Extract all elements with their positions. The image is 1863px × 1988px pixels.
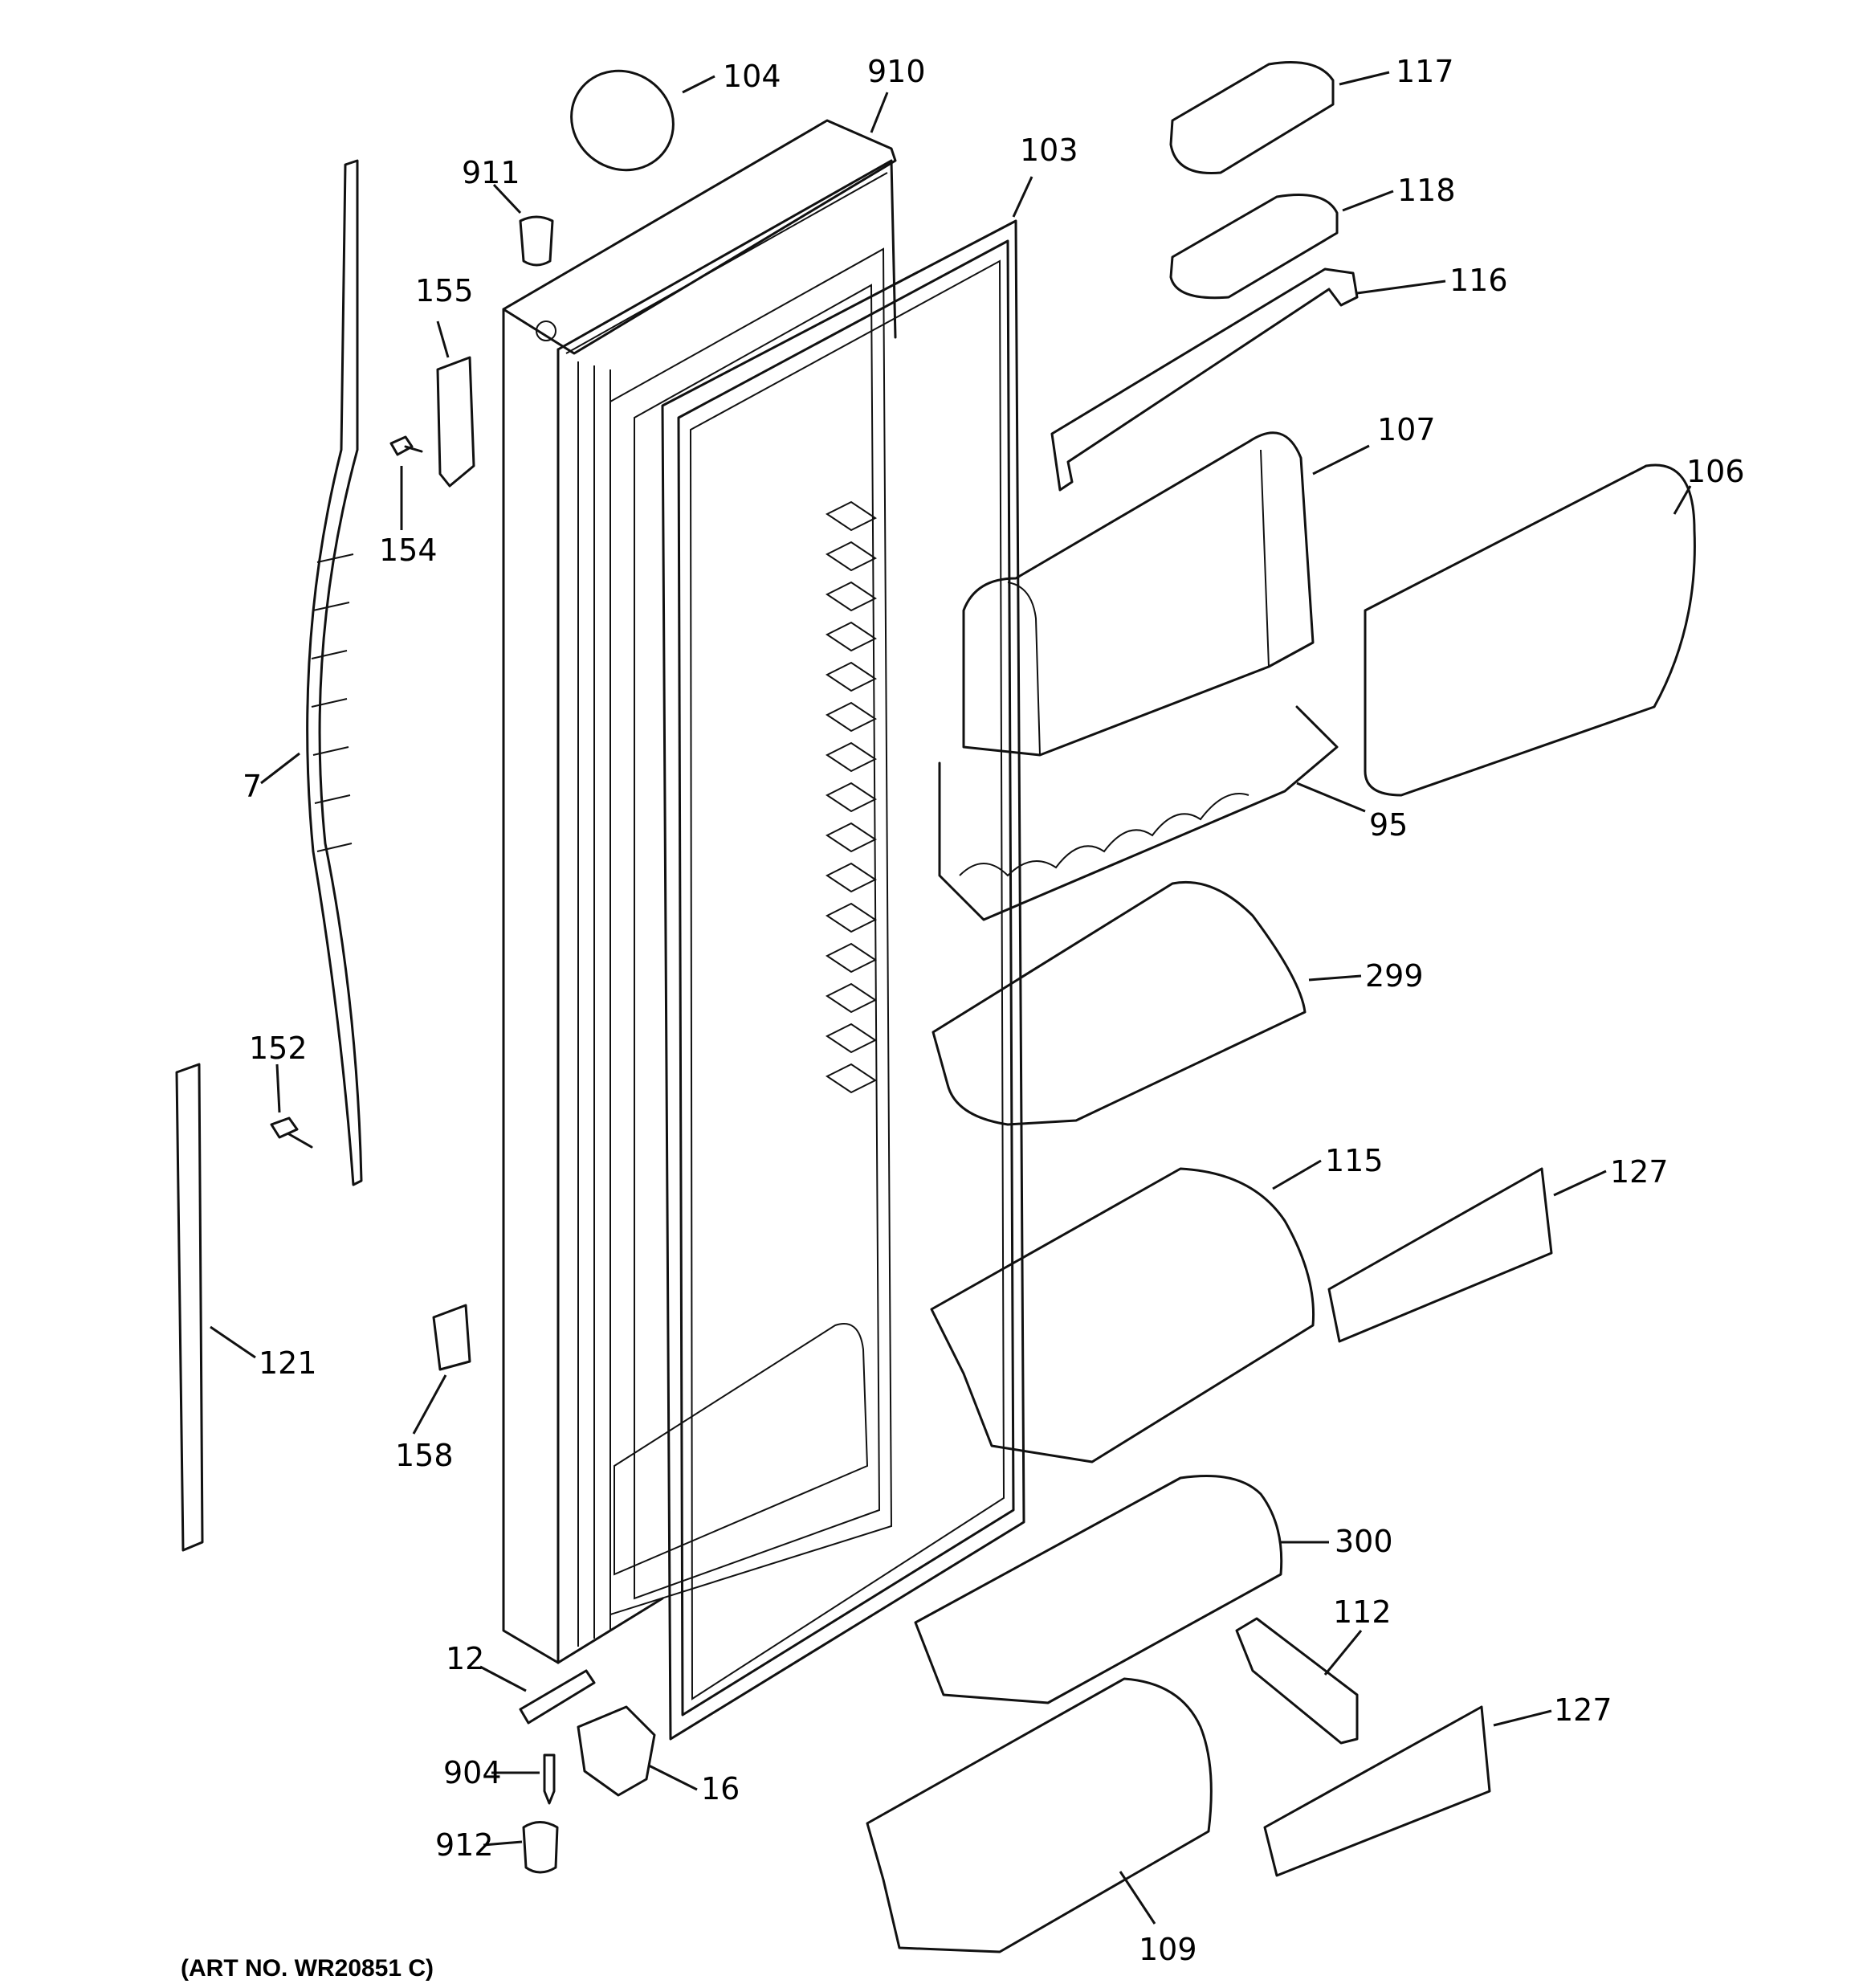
door-liner-shelf-tabs [826, 500, 877, 1094]
callout-911: 911 [462, 155, 520, 190]
part-904-screw [543, 1753, 556, 1805]
callout-127-upper: 127 [1610, 1154, 1669, 1190]
leader-lines [210, 71, 1692, 1925]
callout-154: 154 [379, 533, 438, 568]
callout-117: 117 [1396, 54, 1454, 89]
callout-155: 155 [415, 273, 474, 308]
door-bottom-well [614, 1323, 869, 1576]
callout-115: 115 [1325, 1143, 1384, 1178]
part-912-bushing [522, 1821, 559, 1874]
callout-118: 118 [1397, 173, 1456, 208]
part-115-bin [930, 1167, 1315, 1463]
part-121-trim-strip [175, 1063, 204, 1552]
callout-109: 109 [1139, 1932, 1197, 1967]
callout-labels: 104 910 911 103 117 118 116 155 154 107 … [181, 54, 1745, 1982]
callout-16: 16 [701, 1771, 740, 1806]
part-154-screw [389, 435, 423, 456]
callout-104: 104 [723, 59, 781, 94]
callout-910: 910 [867, 54, 926, 89]
part-152-screw [270, 1116, 313, 1149]
callout-299: 299 [1365, 958, 1424, 994]
part-911-bushing [519, 215, 554, 267]
callout-12: 12 [446, 1641, 484, 1676]
part-107-dairy-bin [962, 431, 1315, 757]
callout-121: 121 [259, 1345, 317, 1381]
part-95-wine-rack [938, 705, 1339, 921]
callout-904: 904 [443, 1755, 502, 1790]
part-118-housing [1169, 194, 1339, 300]
part-127-upper-bin-door [1327, 1167, 1553, 1343]
part-155-hinge [436, 356, 475, 488]
callout-95: 95 [1369, 807, 1408, 843]
callout-106: 106 [1686, 454, 1745, 489]
part-127-lower-bin-door [1263, 1705, 1491, 1877]
part-158-clip [432, 1304, 471, 1371]
callout-152: 152 [249, 1031, 308, 1066]
callout-158: 158 [395, 1438, 454, 1473]
part-12-bracket [519, 1669, 596, 1725]
callout-7: 7 [243, 769, 262, 804]
part-106-bin-door [1364, 463, 1696, 797]
part-300-bin [914, 1475, 1283, 1704]
art-number: (ART NO. WR20851 C) [181, 1955, 434, 1982]
part-104-ring [570, 69, 675, 172]
door-outer-panel [502, 119, 897, 1664]
callout-300: 300 [1335, 1524, 1393, 1559]
callout-116: 116 [1449, 263, 1508, 298]
callout-112: 112 [1333, 1594, 1392, 1630]
part-299-bin [932, 880, 1307, 1126]
callout-103: 103 [1020, 133, 1078, 168]
part-16-hinge-block [577, 1705, 656, 1797]
callout-127-lower: 127 [1554, 1692, 1612, 1728]
part-117-cover [1169, 61, 1335, 175]
part-109-bin [866, 1677, 1213, 1953]
callout-912: 912 [435, 1827, 494, 1863]
callout-107: 107 [1377, 412, 1436, 447]
door-gasket [661, 219, 1025, 1741]
part-7-handle [306, 159, 363, 1186]
part-116-rail [1050, 267, 1359, 492]
part-112-clip [1235, 1617, 1359, 1745]
